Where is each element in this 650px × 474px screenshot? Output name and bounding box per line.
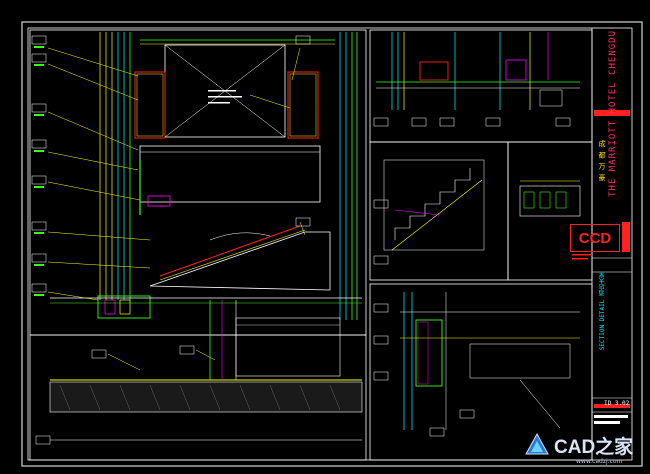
- hotel-name-cn: 成 都 万 豪: [598, 140, 606, 181]
- slab-hatch-area: [49, 381, 363, 413]
- sheet-code: SECTION DETAIL 酒店大堂: [598, 272, 630, 402]
- firm-logo-text: CCD: [578, 229, 612, 247]
- title-accent-bar: [594, 110, 630, 116]
- watermark-url: www.cadzj.com: [576, 458, 623, 465]
- hotel-name-en: THE MARRIOTT HOTEL CHENGDU: [608, 30, 622, 220]
- site-watermark: CAD之家 www.cadzj.com: [514, 428, 644, 472]
- detail-top-frame: [369, 29, 593, 143]
- firm-logo: CCD: [570, 224, 620, 252]
- sheet-outer-border: [21, 21, 643, 467]
- detail-elevation-frame: [507, 141, 593, 281]
- detail-bottom-frame: [369, 283, 593, 461]
- sheet-number: ID 3.02: [604, 400, 630, 407]
- hotel-name-en-text: THE MARRIOTT HOTEL CHENGDU: [608, 30, 618, 197]
- cad-home-logo-icon: [525, 432, 549, 455]
- sheet-code-text: SECTION DETAIL 酒店大堂: [599, 272, 606, 351]
- detail-stair-frame: [369, 141, 509, 281]
- section-lower-frame: [29, 334, 367, 461]
- watermark-brand: CAD之家: [554, 437, 634, 458]
- section-main-frame: [29, 29, 367, 336]
